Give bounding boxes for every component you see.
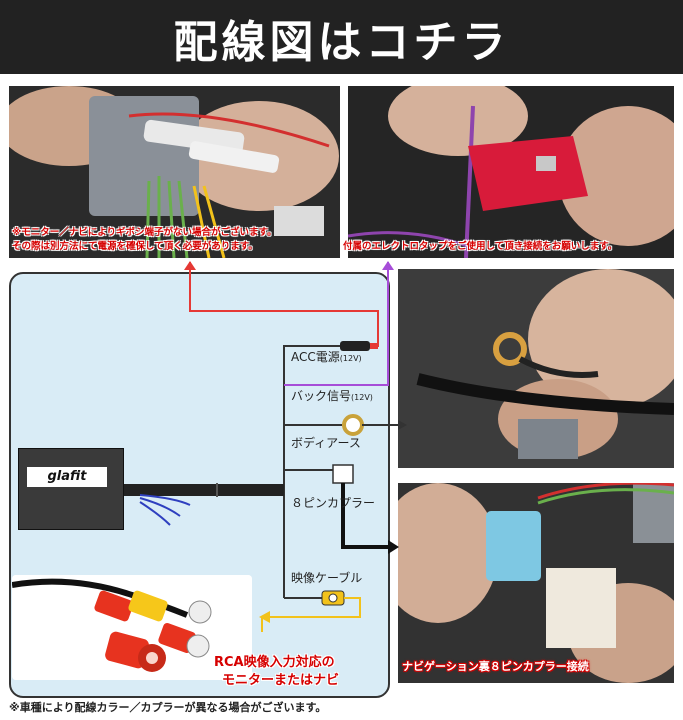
label-video-cable: 映像ケーブル (291, 571, 363, 585)
label-acc-note: (12V) (339, 354, 362, 363)
photo-ground-terminal (398, 269, 674, 468)
photo-rca-cable (12, 575, 252, 680)
footnote: ※車種により配線カラー／カプラーが異なる場合がございます。 (9, 701, 327, 714)
caption-acc-note-line2: その際は別方法にて電源を確保して頂く必要があります。 (12, 241, 258, 252)
caption-8pin-coupler: ナビゲーション裏８ピンカプラー接続 (402, 660, 589, 673)
label-8pin-coupler: ８ピンカプラー (291, 496, 376, 510)
label-acc-text: ACC電源 (291, 350, 340, 364)
label-body-ground: ボディアース (291, 436, 361, 450)
adapter-box: glafit (18, 448, 124, 530)
rca-caption-line1: RCA映像入力対応の (214, 655, 335, 670)
glafit-logo: glafit (27, 467, 107, 487)
label-back-note: (12V) (351, 393, 373, 402)
photo-acc-connector (9, 86, 340, 258)
page-title: 配線図はコチラ (173, 17, 510, 68)
label-back-text: バック信号 (291, 389, 352, 403)
label-back-signal: バック信号(12V) (291, 387, 373, 404)
photo-8pin-coupler (398, 483, 674, 683)
caption-electro-tap: 付属のエレクトロタップをご使用して頂き接続をお願いします。 (343, 241, 618, 252)
photo-electro-tap (348, 86, 674, 258)
header-bar: 配線図はコチラ (0, 0, 683, 74)
rca-caption-line2: モニターまたはナビ (222, 673, 340, 688)
caption-acc-note-line1: ※モニター／ナビによりギボシ端子がない場合がございます。 (12, 227, 277, 238)
label-acc-power: ACC電源(12V) (291, 348, 362, 365)
